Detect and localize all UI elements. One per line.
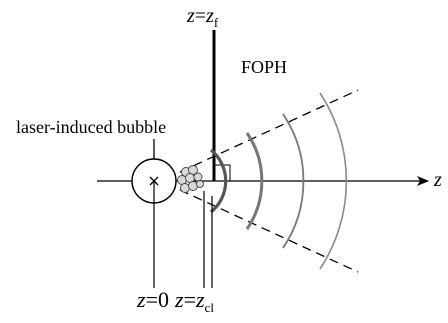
label-foph: FOPH xyxy=(241,57,287,77)
label-z-axis: z xyxy=(433,169,442,191)
label-z-equals-zcl: z=zcl xyxy=(174,287,214,315)
cone-lower-edge xyxy=(179,189,359,273)
wavefront-arc-1 xyxy=(209,148,228,214)
bubble-cluster xyxy=(177,165,204,193)
label-z-equals-0: z=0 xyxy=(136,287,169,312)
label-laser-induced-bubble: laser-induced bubble xyxy=(16,117,166,137)
right-angle-marker xyxy=(214,164,231,181)
label-z-f: z=zf xyxy=(186,5,219,30)
wavefront-arc-3 xyxy=(282,113,305,249)
cone-upper-edge xyxy=(179,89,359,173)
wavefront-arc-2 xyxy=(245,132,264,230)
wavefront-arc-4 xyxy=(319,92,348,270)
